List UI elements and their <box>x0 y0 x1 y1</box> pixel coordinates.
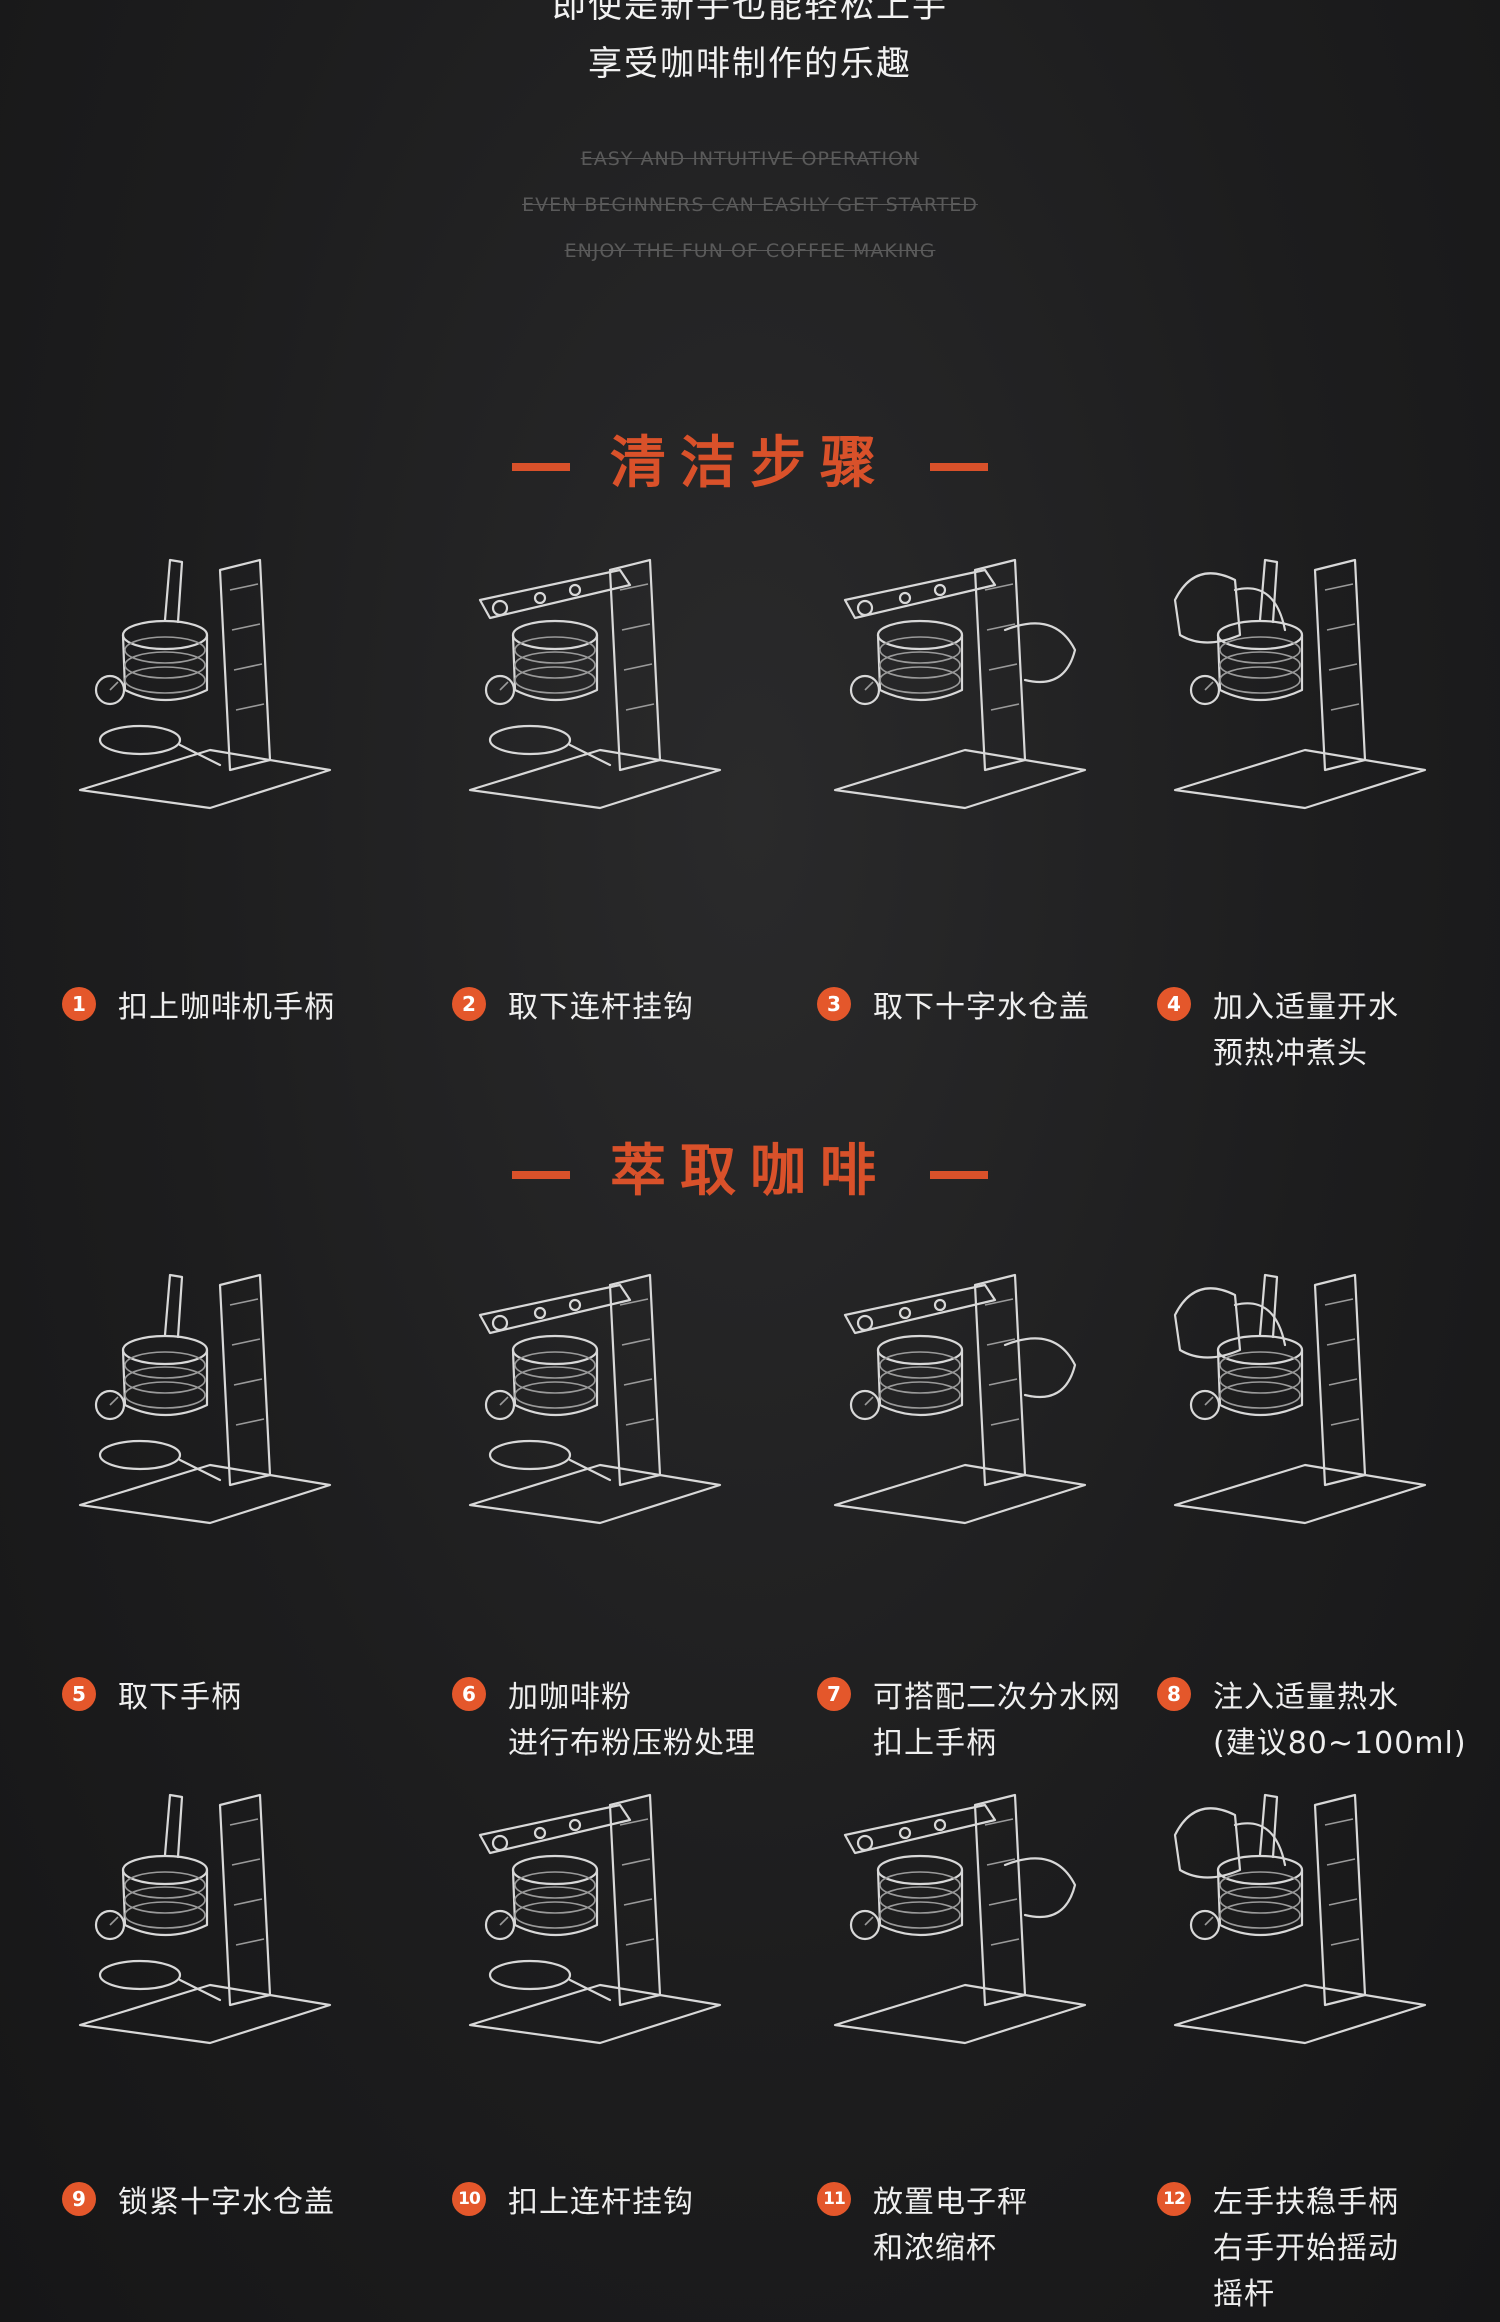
step-text-line: (建议80~100ml) <box>1213 1726 1467 1761</box>
step-text-line: 和浓缩杯 <box>873 2231 997 2266</box>
step-text-line: 右手开始摇动 <box>1213 2231 1399 2266</box>
step-text: 注入适量热水 (建议80~100ml) <box>1213 1675 1467 1767</box>
espresso-machine-icon <box>1173 1793 1427 2045</box>
espresso-machine-icon <box>833 558 1087 810</box>
step-text-line: 取下连杆挂钩 <box>508 990 694 1025</box>
step-illustration-8 <box>1165 1255 1435 1525</box>
step-illustration-1 <box>70 540 340 810</box>
step-label-9: 9 锁紧十字水仓盖 <box>62 2180 335 2226</box>
step-illustration-6 <box>460 1255 730 1525</box>
step-illustration-9 <box>70 1775 340 2045</box>
step-label-6: 6 加咖啡粉进行布粉压粉处理 <box>452 1675 756 1767</box>
step-label-1: 1 扣上咖啡机手柄 <box>62 985 335 1031</box>
step-text: 取下十字水仓盖 <box>873 985 1090 1031</box>
step-text: 扣上咖啡机手柄 <box>118 985 335 1031</box>
section-title-cleaning: 清洁步骤 <box>0 418 1500 499</box>
title-dash-left <box>512 462 570 471</box>
step-text-line: 加入适量开水 <box>1213 990 1399 1025</box>
step-text: 取下连杆挂钩 <box>508 985 694 1031</box>
espresso-machine-icon <box>1173 1273 1427 1525</box>
step-label-3: 3 取下十字水仓盖 <box>817 985 1090 1031</box>
step-illustration-5 <box>70 1255 340 1525</box>
step-number-badge: 8 <box>1157 1677 1191 1711</box>
intro-en-line-3: ENJOY THE FUN OF COFFEE MAKING <box>564 240 936 262</box>
step-text-line: 注入适量热水 <box>1213 1680 1399 1715</box>
step-text-line: 扣上咖啡机手柄 <box>118 990 335 1025</box>
espresso-machine-icon <box>833 1273 1087 1525</box>
step-text-line: 摇杆 <box>1213 2277 1275 2312</box>
step-label-10: 10 扣上连杆挂钩 <box>452 2180 694 2226</box>
step-number-badge: 9 <box>62 2182 96 2216</box>
section-title-brewing-text: 萃取咖啡 <box>610 1139 890 1204</box>
step-number-badge: 7 <box>817 1677 851 1711</box>
step-text: 左手扶稳手柄右手开始摇动摇杆 <box>1213 2180 1399 2318</box>
step-number-badge: 10 <box>452 2182 486 2216</box>
section-title-brewing: 萃取咖啡 <box>0 1126 1500 1207</box>
step-text-line: 预热冲煮头 <box>1213 1036 1368 1071</box>
intro-en-line-1: EASY AND INTUITIVE OPERATION <box>580 148 920 170</box>
espresso-machine-icon <box>468 1793 722 2045</box>
step-number-badge: 2 <box>452 987 486 1021</box>
step-text-line: 锁紧十字水仓盖 <box>118 2185 335 2220</box>
step-text-line: 放置电子秤 <box>873 2185 1028 2220</box>
step-text: 加入适量开水预热冲煮头 <box>1213 985 1399 1077</box>
step-label-2: 2 取下连杆挂钩 <box>452 985 694 1031</box>
step-illustration-12 <box>1165 1775 1435 2045</box>
step-number-badge: 3 <box>817 987 851 1021</box>
step-illustration-7 <box>825 1255 1095 1525</box>
espresso-machine-icon <box>833 1793 1087 2045</box>
step-label-7: 7 可搭配二次分水网扣上手柄 <box>817 1675 1121 1767</box>
step-text-line: 扣上手柄 <box>873 1726 997 1761</box>
step-label-5: 5 取下手柄 <box>62 1675 242 1721</box>
step-illustration-2 <box>460 540 730 810</box>
step-illustration-11 <box>825 1775 1095 2045</box>
title-dash-right <box>930 462 988 471</box>
step-label-12: 12 左手扶稳手柄右手开始摇动摇杆 <box>1157 2180 1399 2318</box>
step-number-badge: 11 <box>817 2182 851 2216</box>
step-number-badge: 6 <box>452 1677 486 1711</box>
step-label-8: 8 注入适量热水 (建议80~100ml) <box>1157 1675 1467 1767</box>
step-label-4: 4 加入适量开水预热冲煮头 <box>1157 985 1399 1077</box>
step-text: 放置电子秤和浓缩杯 <box>873 2180 1028 2272</box>
step-text-line: 进行布粉压粉处理 <box>508 1726 756 1761</box>
step-text: 加咖啡粉进行布粉压粉处理 <box>508 1675 756 1767</box>
step-number-badge: 5 <box>62 1677 96 1711</box>
step-text-line: 取下手柄 <box>118 1680 242 1715</box>
step-number-badge: 1 <box>62 987 96 1021</box>
espresso-machine-icon <box>468 558 722 810</box>
step-label-11: 11 放置电子秤和浓缩杯 <box>817 2180 1028 2272</box>
step-text: 扣上连杆挂钩 <box>508 2180 694 2226</box>
step-illustration-3 <box>825 540 1095 810</box>
intro-line-top: 即使是新手也能轻松上手 <box>552 0 948 26</box>
step-text-line: 扣上连杆挂钩 <box>508 2185 694 2220</box>
espresso-machine-icon <box>78 558 332 810</box>
step-number-badge: 12 <box>1157 2182 1191 2216</box>
espresso-machine-icon <box>78 1273 332 1525</box>
step-text-line: 加咖啡粉 <box>508 1680 632 1715</box>
step-text: 取下手柄 <box>118 1675 242 1721</box>
step-number-badge: 4 <box>1157 987 1191 1021</box>
title-dash-left <box>512 1170 570 1179</box>
step-text: 锁紧十字水仓盖 <box>118 2180 335 2226</box>
section-title-cleaning-text: 清洁步骤 <box>610 431 890 496</box>
espresso-machine-icon <box>1173 558 1427 810</box>
intro-en-line-2: EVEN BEGINNERS CAN EASILY GET STARTED <box>522 194 978 216</box>
espresso-machine-icon <box>78 1793 332 2045</box>
step-illustration-4 <box>1165 540 1435 810</box>
step-text: 可搭配二次分水网扣上手柄 <box>873 1675 1121 1767</box>
step-text-line: 取下十字水仓盖 <box>873 990 1090 1025</box>
intro-line-main: 享受咖啡制作的乐趣 <box>588 44 912 84</box>
step-text-line: 左手扶稳手柄 <box>1213 2185 1399 2220</box>
step-illustration-10 <box>460 1775 730 2045</box>
step-text-line: 可搭配二次分水网 <box>873 1680 1121 1715</box>
title-dash-right <box>930 1170 988 1179</box>
espresso-machine-icon <box>468 1273 722 1525</box>
